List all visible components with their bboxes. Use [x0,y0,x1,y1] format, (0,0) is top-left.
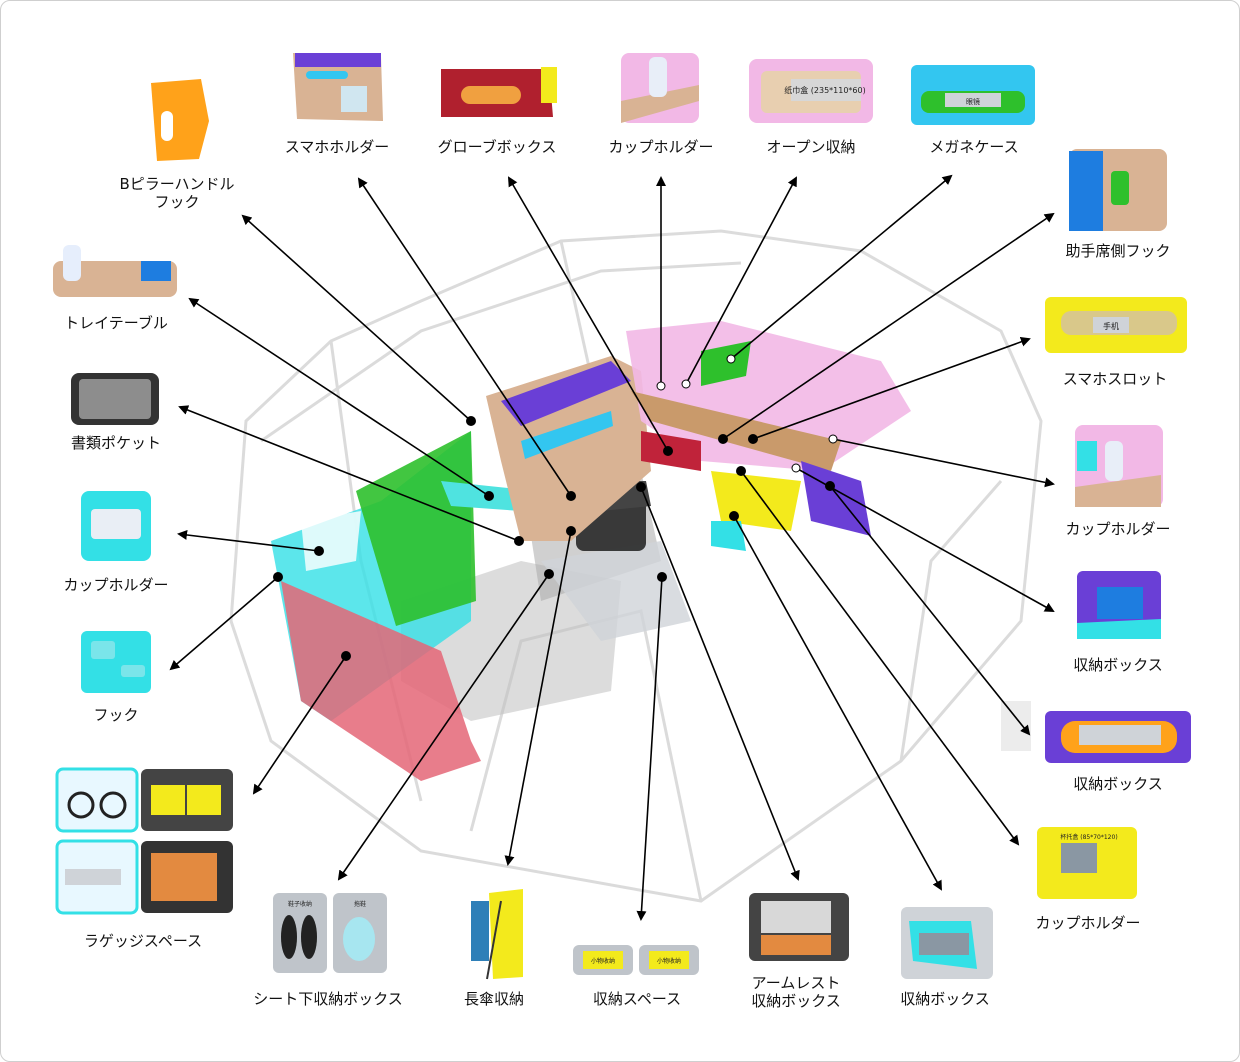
thumb-cup-bottom-text: 杯托盒 (85*70*120) [1060,833,1117,841]
label-cup-holder-top: カップホルダー [604,138,718,156]
thumb-tray-table [53,245,177,297]
label-storage-box-bottom: 収納ボックス [896,990,994,1008]
thumb-storage-box-right1 [1077,571,1161,639]
label-cup-holder-left: カップホルダー [59,576,173,594]
label-storage-box-right1: 収納ボックス [1069,656,1167,674]
label-open-storage: オープン収納 [762,138,860,156]
thumb-smartphone-holder [293,53,383,121]
connector-dots [273,416,835,661]
thumb-b-pillar-hook [151,79,209,161]
label-underseat-box: シート下収納ボックス [249,990,407,1008]
thumb-armrest-box [749,893,849,961]
label-umbrella-storage: 長傘収納 [459,990,529,1008]
thumb-open-storage-text: 纸巾盒 (235*110*60) [784,85,866,95]
thumb-luggage-space [55,767,233,915]
thumb-storage-space-text2: 小物收纳 [657,957,681,965]
label-glove-box: グローブボックス [433,138,561,156]
label-smartphone-slot: スマホスロット [1058,370,1172,388]
thumb-document-pocket [71,373,159,425]
thumb-cup-holder-bottom-right [1037,827,1137,899]
thumb-umbrella-storage [471,889,523,980]
thumb-passenger-hook [1069,149,1167,231]
connector-arrows [169,174,1055,921]
thumb-storage-box-bottom [901,907,993,979]
label-storage-box-right2: 収納ボックス [1069,775,1167,793]
left-door-panels [271,431,536,781]
front-door-dashboard [486,321,911,551]
thumb-glove-box [441,67,557,117]
thumb-glasses-text: 眼镜 [966,97,980,106]
label-glasses-case: メガネケース [925,138,1023,156]
label-hook: フック [89,706,143,724]
connector-dots-white [656,354,838,473]
label-cup-holder-bottom-right: カップホルダー [1031,914,1145,932]
thumb-open-storage [749,59,873,123]
thumb-underseat-box [273,893,387,973]
thumb-smartphone-slot [1045,297,1187,353]
thumb-phone-slot-text: 手机 [1103,321,1119,331]
label-cup-holder-right: カップホルダー [1061,520,1175,538]
thumb-underseat-text1: 鞋子收纳 [288,900,312,908]
thumb-cup-holder-right [1075,425,1163,507]
thumb-storage-box-right2 [1045,711,1191,763]
thumb-storage-space-text1: 小物收纳 [591,957,615,965]
label-passenger-hook: 助手席側フック [1061,242,1175,260]
thumb-hook [81,631,151,693]
label-document-pocket: 書類ポケット [66,434,166,452]
thumb-cup-holder-left [81,491,151,561]
label-armrest-box: アームレスト 収納ボックス [747,974,845,1010]
label-luggage-space: ラゲッジスペース [79,932,207,950]
thumb-storage-space [573,945,699,975]
thumb-underseat-text2: 拖鞋 [354,900,366,908]
label-storage-space: 収納スペース [588,990,686,1008]
van-wheel-right [1001,701,1031,751]
thumb-glasses-case [911,65,1035,125]
thumb-cup-holder-top [621,53,699,123]
label-b-pillar-hook: Bピラーハンドル フック [115,175,239,211]
label-tray-table: トレイテーブル [60,314,172,332]
label-smartphone-holder: スマホホルダー [280,138,394,156]
